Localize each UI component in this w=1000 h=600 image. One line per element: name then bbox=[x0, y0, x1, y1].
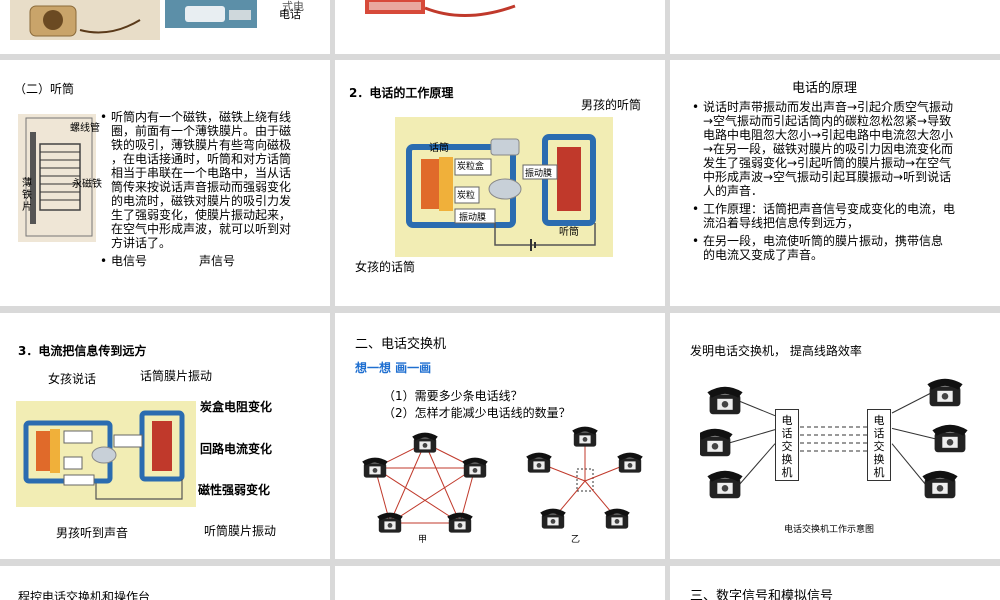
slide-title: 三、数字信号和模拟信号 bbox=[690, 589, 834, 600]
slide-row1-mid bbox=[335, 0, 665, 54]
slide-row4-left: 程控电话交换机和操作台 bbox=[0, 566, 330, 600]
telephone-icon bbox=[377, 512, 403, 533]
telephone-icon bbox=[604, 508, 630, 529]
question-1: （1）需要多少条电话线？ bbox=[383, 389, 523, 403]
mesh-wire bbox=[424, 442, 461, 524]
telephone-icon bbox=[540, 508, 566, 529]
label-diaphragm: 振动膜 bbox=[459, 213, 487, 223]
slide-title: 2．电话的工作原理 bbox=[349, 86, 454, 100]
phone-type-label: 电话 bbox=[279, 8, 301, 21]
slide-phone-principle: 电话的原理 说话时声带振动而发出声音→引起介质空气振动 →空气振动而引起话筒内的… bbox=[670, 60, 1000, 306]
section-heading: （二）听筒 bbox=[14, 82, 75, 96]
network-diagrams bbox=[362, 426, 643, 533]
slide-title: 程控电话交换机和操作台 bbox=[18, 590, 151, 600]
bullet-working-principle: 工作原理：话筒把声音信号变成变化的电流，电 流沿着导线把信息传到远方， bbox=[692, 202, 992, 230]
line-wire bbox=[728, 429, 776, 444]
telephone-icon bbox=[707, 386, 743, 415]
girl-mic-label: 女孩的话筒 bbox=[355, 260, 416, 274]
bullet-earpiece-mechanism: 听筒内有一个磁铁，磁铁上绕有线 圈，前面有一个薄铁膜片。由于磁 铁的吸引，薄铁膜… bbox=[100, 110, 322, 250]
switch-box-left: 电话交换机 bbox=[775, 409, 799, 481]
step-loop-current: 回路电流变化 bbox=[200, 442, 273, 456]
label-carbon: 炭粒 bbox=[457, 191, 476, 201]
slide-earpiece: （二）听筒 螺线管 薄铁片 永磁铁 听筒内有一个磁铁，磁铁上绕有线 圈，前面有一… bbox=[0, 60, 330, 306]
label-mic: 话筒 bbox=[429, 143, 449, 154]
principle-bullets: 说话时声带振动而发出声音→引起介质空气振动 →空气振动而引起话筒内的碳粒忽松忽紧… bbox=[692, 100, 992, 266]
bullet-receiver-side: 在另一段，电流使听筒的膜片振动，携带信息 的电流又变成了声音。 bbox=[692, 234, 992, 262]
step-girl-speaks: 女孩说话 bbox=[48, 372, 97, 386]
switch-box-right: 电话交换机 bbox=[867, 409, 891, 481]
label-diaphragm-right: 振动膜 bbox=[525, 169, 553, 179]
slide-switchboard-intro: 二、电话交换机 想一想 画一画 （1）需要多少条电话线？ （2）怎样才能减少电话… bbox=[335, 313, 665, 559]
line-wire bbox=[738, 443, 776, 486]
step-boy-hears: 男孩听到声音 bbox=[56, 526, 129, 540]
telephone-icon bbox=[927, 378, 963, 407]
phone-photo-image bbox=[165, 0, 257, 28]
antique-phone-image bbox=[10, 0, 160, 40]
slide-row1-left: 式电 电话 bbox=[0, 0, 330, 54]
step-earpiece-vibrate: 听筒膜片振动 bbox=[204, 524, 277, 538]
telephone-icon bbox=[447, 512, 473, 533]
label-network-b: 乙 bbox=[571, 535, 581, 545]
telephone-icon bbox=[700, 428, 733, 457]
switchboard-schematic bbox=[700, 378, 968, 499]
step-magnet-strength: 磁性强弱变化 bbox=[198, 483, 271, 497]
telephone-icon bbox=[412, 432, 438, 453]
circuit-diagram-small bbox=[16, 401, 196, 507]
telephone-circuit-diagram bbox=[395, 117, 613, 257]
slide-working-principle: 2．电话的工作原理 男孩的听筒 话筒 炭粒盒 炭粒 振动膜 振动膜 听筒 女孩的… bbox=[335, 60, 665, 306]
label-carbon-box: 炭粒盒 bbox=[457, 162, 485, 172]
question-2: （2）怎样才能减少电话线的数量？ bbox=[383, 406, 571, 420]
earpiece-cross-section-figure bbox=[18, 114, 96, 242]
slide-row4-right: 三、数字信号和模拟信号 bbox=[670, 566, 1000, 600]
line-wire bbox=[891, 427, 937, 440]
red-phone-image bbox=[365, 0, 516, 17]
boy-earpiece-label: 男孩的听筒 bbox=[581, 98, 642, 112]
slide-title: 3．电流把信息传到远方 bbox=[18, 344, 147, 358]
earpiece-description: 听筒内有一个磁铁，磁铁上绕有线 圈，前面有一个薄铁膜片。由于磁 铁的吸引，薄铁膜… bbox=[100, 110, 322, 272]
slide-title: 发明电话交换机， 提高线路效率 bbox=[690, 344, 862, 358]
telephone-icon bbox=[922, 470, 958, 499]
telephone-icon bbox=[617, 452, 643, 473]
slide-row1-right bbox=[670, 0, 1000, 54]
slide-signal-transmission: 3．电流把信息传到远方 女孩说话 话筒膜片振动 炭盒电阻变化 回路电流变化 磁性… bbox=[0, 313, 330, 559]
label-network-a: 甲 bbox=[418, 535, 428, 545]
fig-label-plate: 薄铁片 bbox=[22, 178, 32, 213]
slide-row4-mid bbox=[335, 566, 665, 600]
partial-text: 式电 bbox=[282, 0, 304, 13]
slide-title: 二、电话交换机 bbox=[355, 337, 447, 352]
telephone-icon bbox=[362, 457, 388, 478]
telephone-icon bbox=[707, 470, 743, 499]
step-carbon-resistance: 炭盒电阻变化 bbox=[200, 400, 273, 414]
think-draw-label: 想一想 画一画 bbox=[355, 361, 432, 375]
mesh-wire bbox=[374, 467, 461, 524]
telephone-icon bbox=[572, 426, 598, 447]
line-wire bbox=[738, 400, 776, 417]
label-earpiece: 听筒 bbox=[559, 227, 579, 238]
bullet-process-chain: 说话时声带振动而发出声音→引起介质空气振动 →空气振动而引起话筒内的碳粒忽松忽紧… bbox=[692, 100, 992, 198]
telephone-icon bbox=[462, 457, 488, 478]
telephone-icon bbox=[526, 452, 552, 473]
schematic-caption: 电话交换机工作示意图 bbox=[784, 525, 875, 535]
slide-title: 电话的原理 bbox=[792, 81, 858, 96]
line-wire bbox=[891, 392, 932, 414]
telephone-icon bbox=[932, 424, 968, 453]
step-mic-vibrate: 话筒膜片振动 bbox=[140, 369, 213, 383]
mesh-wire bbox=[389, 467, 476, 524]
fig-label-magnet: 永磁铁 bbox=[72, 179, 102, 190]
slide-switchboard-efficiency: 发明电话交换机， 提高线路效率 电话交换机 电话交换机 电话交换机工作示意图 bbox=[670, 313, 1000, 559]
line-wire bbox=[891, 443, 927, 486]
mesh-wire bbox=[389, 442, 426, 524]
fig-label-coil: 螺线管 bbox=[70, 123, 100, 134]
